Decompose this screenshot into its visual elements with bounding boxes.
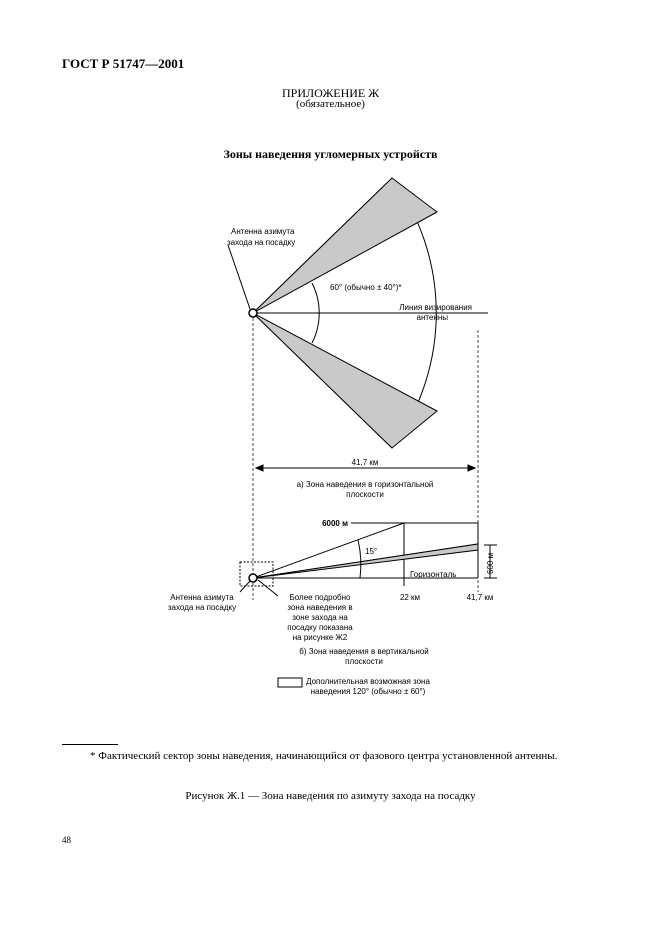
horizon-label: Горизонталь [410, 570, 456, 579]
antenna-leader [227, 244, 251, 310]
appendix-status: (обязательное) [296, 98, 365, 110]
detail-note-4: посадку показана [287, 623, 353, 632]
top-antenna-label-2: захода на посадку [227, 238, 295, 247]
top-caption-1: а) Зона наведения в горизонтальной [297, 480, 434, 489]
elevation-angle-label: 15° [365, 547, 377, 556]
standard-header: ГОСТ Р 51747—2001 [62, 56, 185, 71]
near-distance-label: 22 км [400, 593, 420, 602]
side-antenna-symbol [248, 573, 258, 583]
horizontal-zone-diagram [227, 177, 488, 600]
centerline-label-2: антенны [417, 313, 449, 322]
figure-caption: Рисунок Ж.1 — Зона наведения по азимуту … [185, 790, 476, 802]
detail-note-3: зоне захода на [292, 613, 348, 622]
centerline-label-1: Линия визирования [399, 303, 472, 312]
detail-note-2: зона наведения в [287, 603, 352, 612]
side-caption-2: плоскости [345, 657, 383, 666]
ceiling-label: 6000 м [322, 519, 348, 528]
legend-line-1: Дополнительная возможная зона [306, 677, 430, 686]
top-caption-2: плоскости [346, 490, 384, 499]
detail-note-1: Более подробно [290, 593, 351, 602]
upper-elevation-line [252, 522, 405, 579]
detail-note-5: на рисунке Ж2 [293, 633, 348, 642]
side-caption-1: б) Зона наведения в вертикальной [299, 647, 428, 656]
lower-shaded-wedge [252, 312, 438, 449]
range-label: 41,7 км [352, 458, 379, 467]
side-antenna-label-2: захода на посадку [168, 603, 236, 612]
appendix-title: ПРИЛОЖЕНИЕ Ж [281, 86, 379, 100]
low-height-label: 600 м [486, 553, 495, 574]
side-antenna-label-1: Антенна азимута [170, 593, 234, 602]
sector-label: 60° (обычно ± 40°)* [330, 283, 402, 292]
vertical-zone-diagram [239, 522, 497, 688]
legend-box [277, 677, 303, 688]
page-number: 48 [62, 835, 71, 845]
figure-title: Зоны наведения угломерных устройств [223, 147, 438, 161]
legend-line-2: наведения 120° (обычно ± 60°) [311, 687, 426, 696]
vertical-shaded-wedge [252, 543, 479, 579]
sector-angle-arc [311, 282, 320, 344]
detail-zone-box [239, 561, 274, 587]
upper-shaded-wedge [252, 177, 438, 314]
far-distance-label: 41,7 км [467, 593, 494, 602]
footnote-rule [62, 744, 118, 745]
footnote: * Фактический сектор зоны наведения, нач… [90, 750, 558, 762]
antenna-symbol [248, 308, 258, 318]
top-antenna-label-1: Антенна азимута [231, 227, 295, 236]
